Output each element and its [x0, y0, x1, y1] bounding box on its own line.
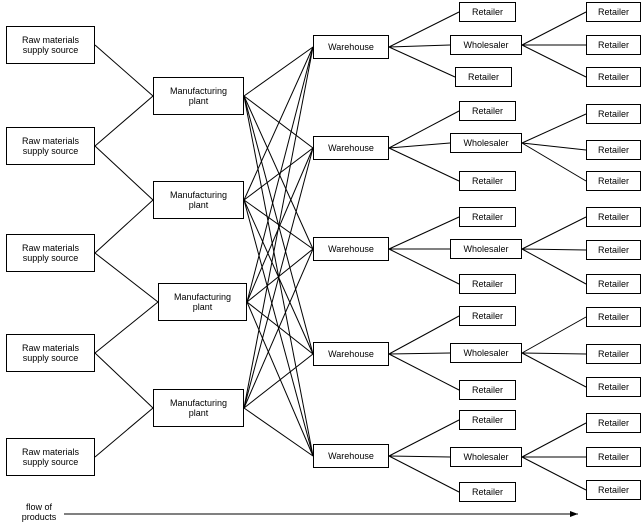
- connector-r2-m1: [94, 95, 154, 147]
- connector-w5-rt5b: [388, 455, 460, 493]
- retailer: Retailer: [586, 67, 641, 87]
- flow-of-products-label: flow of products: [21, 502, 57, 522]
- warehouse: Warehouse: [313, 136, 389, 160]
- connector-m4-w5: [243, 407, 314, 457]
- manufacturing-plant: Manufacturing plant: [153, 77, 244, 115]
- connector-ws3-rw3c: [521, 248, 587, 285]
- warehouse: Warehouse: [313, 444, 389, 468]
- retailer: Retailer: [586, 140, 641, 160]
- retailer: Retailer: [586, 274, 641, 294]
- connector-ws2-rw2c: [521, 142, 587, 182]
- retailer: Retailer: [586, 344, 641, 364]
- connector-ws5-rw5a: [521, 422, 587, 458]
- warehouse: Warehouse: [313, 35, 389, 59]
- connector-r1-m1: [94, 44, 154, 97]
- wholesaler: Wholesaler: [450, 239, 522, 259]
- connector-w2-rt2b: [388, 147, 460, 182]
- connector-m4-w4: [243, 353, 314, 409]
- manufacturing-plant: Manufacturing plant: [158, 283, 247, 321]
- retailer: Retailer: [586, 480, 641, 500]
- warehouse: Warehouse: [313, 342, 389, 366]
- connector-m1-w3: [243, 95, 314, 250]
- retailer: Retailer: [455, 67, 512, 87]
- retailer: Retailer: [459, 410, 516, 430]
- connector-ws4-rw4a: [521, 316, 587, 354]
- connector-w1-rt1b: [388, 46, 456, 78]
- connector-ws1-rw1c: [521, 44, 587, 78]
- connector-r4-m3: [94, 301, 159, 354]
- connector-m3-w1: [246, 46, 314, 303]
- connector-r3-m2: [94, 199, 154, 254]
- connector-m1-w1: [243, 46, 314, 97]
- retailer: Retailer: [459, 207, 516, 227]
- warehouse: Warehouse: [313, 237, 389, 261]
- retailer: Retailer: [586, 35, 641, 55]
- connector-ws4-rw4b: [521, 352, 587, 355]
- connector-w5-rt5a: [388, 419, 460, 457]
- retailer: Retailer: [459, 274, 516, 294]
- connector-m3-w5: [246, 301, 314, 457]
- manufacturing-plant: Manufacturing plant: [153, 389, 244, 427]
- connector-m2-w3: [243, 199, 314, 250]
- connector-m4-w1: [243, 46, 314, 409]
- connector-m3-w2: [246, 147, 314, 303]
- connector-ws1-rw1a: [521, 11, 587, 46]
- retailer: Retailer: [586, 447, 641, 467]
- connector-w3-rt3a: [388, 216, 460, 250]
- connector-ws5-rw5c: [521, 456, 587, 491]
- raw-materials-supply-source: Raw materials supply source: [6, 334, 95, 372]
- wholesaler: Wholesaler: [450, 133, 522, 153]
- retailer: Retailer: [586, 171, 641, 191]
- raw-materials-supply-source: Raw materials supply source: [6, 26, 95, 64]
- retailer: Retailer: [459, 101, 516, 121]
- connector-w4-rt4b: [388, 353, 460, 391]
- connector-m1-w2: [243, 95, 314, 149]
- connector-w1-rt1a: [388, 11, 460, 48]
- wholesaler: Wholesaler: [450, 35, 522, 55]
- connector-r2-m2: [94, 145, 154, 201]
- retailer: Retailer: [586, 240, 641, 260]
- connector-w4-ws4: [388, 352, 451, 355]
- wholesaler: Wholesaler: [450, 447, 522, 467]
- retailer: Retailer: [586, 307, 641, 327]
- connector-m4-w2: [243, 147, 314, 409]
- retailer: Retailer: [459, 306, 516, 326]
- connector-ws3-rw3a: [521, 216, 587, 250]
- raw-materials-supply-source: Raw materials supply source: [6, 234, 95, 272]
- connector-ws4-rw4c: [521, 352, 587, 388]
- connector-m3-w4: [246, 301, 314, 355]
- retailer: Retailer: [586, 377, 641, 397]
- connector-w4-rt4a: [388, 315, 460, 355]
- manufacturing-plant: Manufacturing plant: [153, 181, 244, 219]
- connector-m2-w2: [243, 147, 314, 201]
- connector-m3-w3: [246, 248, 314, 303]
- raw-materials-supply-source: Raw materials supply source: [6, 127, 95, 165]
- connector-r4-m4: [94, 352, 154, 409]
- connector-w3-rt3b: [388, 248, 460, 285]
- retailer: Retailer: [459, 2, 516, 22]
- retailer: Retailer: [586, 207, 641, 227]
- wholesaler: Wholesaler: [450, 343, 522, 363]
- connector-w1-ws1: [388, 44, 451, 48]
- connector-ws2-rw2b: [521, 142, 587, 151]
- connector-ws2-rw2a: [521, 113, 587, 144]
- retailer: Retailer: [586, 104, 641, 124]
- retailer: Retailer: [459, 380, 516, 400]
- retailer: Retailer: [459, 171, 516, 191]
- retailer: Retailer: [586, 2, 641, 22]
- connector-w2-ws2: [388, 142, 451, 149]
- connector-w5-ws5: [388, 455, 451, 458]
- connector-ws3-rw3b: [521, 248, 587, 251]
- connector-m4-w3: [243, 248, 314, 409]
- connector-m2-w1: [243, 46, 314, 201]
- connector-w2-rt2a: [388, 110, 460, 149]
- retailer: Retailer: [459, 482, 516, 502]
- connector-r3-m3: [94, 252, 159, 303]
- connector-r5-m4: [94, 407, 154, 458]
- retailer: Retailer: [586, 413, 641, 433]
- raw-materials-supply-source: Raw materials supply source: [6, 438, 95, 476]
